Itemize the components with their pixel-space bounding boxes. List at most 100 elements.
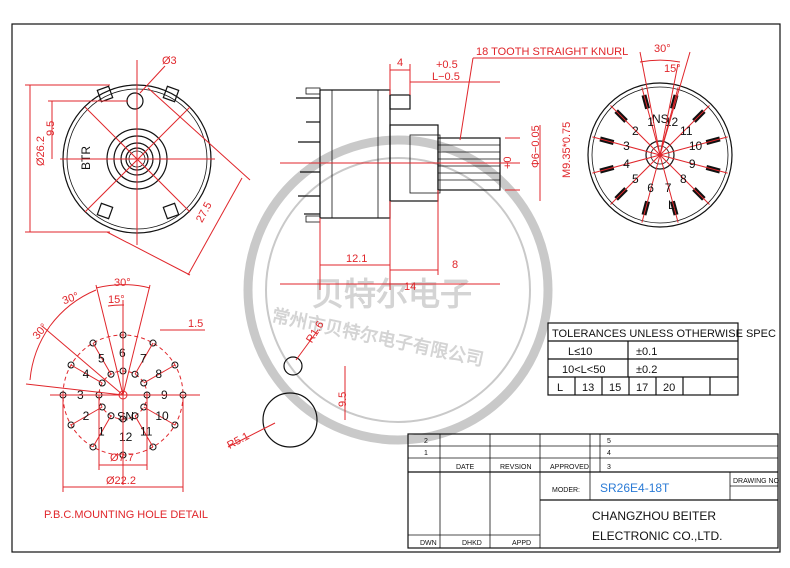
rear-angle-15: 15° xyxy=(664,63,681,75)
pcb-hole xyxy=(140,379,148,387)
rear-position-number: 7 xyxy=(665,181,672,195)
rear-angle-30: 30° xyxy=(654,43,671,55)
model-value: SR26E4-18T xyxy=(600,481,670,495)
rear-radial-line xyxy=(641,154,661,223)
chkd-label: DHKD xyxy=(462,540,482,547)
pcb-radial-line xyxy=(92,415,112,448)
watermark-company: 常州市贝特尔电子有限公司 xyxy=(270,304,486,369)
tol-r3-c4: 17 xyxy=(636,382,648,394)
tol-r3-c3: 15 xyxy=(609,382,621,394)
small-hole xyxy=(283,356,303,376)
col-approved: APPROVED xyxy=(550,464,589,471)
company-line-1: CHANGZHOU BEITER xyxy=(592,509,716,523)
side-dim-8: 8 xyxy=(452,259,458,271)
rear-position-number: 6 xyxy=(647,181,654,195)
pcb-hole xyxy=(131,370,139,378)
tol-title: TOLERANCES UNLESS OTHERWISE SPEC xyxy=(552,328,776,340)
front-dim-27-5: 27.5 xyxy=(194,200,215,225)
side-thread: M9.35*0.75 xyxy=(561,122,573,178)
pcb-hole xyxy=(67,421,75,429)
front-dim-9-5: 9.5 xyxy=(45,121,57,136)
pcb-position-number: 12 xyxy=(119,430,133,444)
pcb-hole xyxy=(131,412,139,420)
side-tol-plus: +0.5 xyxy=(436,59,458,71)
rear-radial-line xyxy=(659,154,728,174)
pcb-radial-line xyxy=(143,406,176,426)
rear-radial-line xyxy=(659,154,710,205)
rear-radial-line xyxy=(641,87,661,156)
pcb-radial-line xyxy=(134,342,154,375)
rear-radial-line xyxy=(659,136,728,156)
tolerance-table: TOLERANCES UNLESS OTHERWISE SPEC L≤10 ±0… xyxy=(547,322,776,396)
pcb-hole xyxy=(149,443,157,451)
title-block: 2 1 5 4 3 DATE REVSION APPROVED MODER: S… xyxy=(407,433,781,549)
rear-position-number: 3 xyxy=(623,139,630,153)
rear-position-number: 2 xyxy=(632,124,639,138)
rear-l-label: L xyxy=(668,198,675,212)
side-dim-12-1: 12.1 xyxy=(346,253,367,265)
col-revision: REVSION xyxy=(500,464,532,471)
tol-r1-c1: L≤10 xyxy=(568,346,592,358)
side-tol-minus: L−0.5 xyxy=(432,71,460,83)
tol-r2-c2: ±0.2 xyxy=(636,364,657,376)
pcb-hole xyxy=(67,361,75,369)
pcb-dia-22-2: Ø22.2 xyxy=(106,475,136,487)
rev-row-1: 1 xyxy=(424,450,428,457)
appd-label: APPD xyxy=(512,540,531,547)
rev-row-4: 4 xyxy=(607,450,611,457)
side-shaft-dia: Φ6−0.05 xyxy=(530,125,542,168)
rev-row-3: 3 xyxy=(607,464,611,471)
pcb-position-number: 5 xyxy=(98,352,105,366)
pcb-radial-line xyxy=(134,415,154,448)
pcb-position-number: 7 xyxy=(140,352,147,366)
rear-position-number: 8 xyxy=(680,172,687,186)
rear-position-number: 9 xyxy=(689,157,696,171)
side-dim-9-5: 9.5 xyxy=(337,392,349,407)
rear-position-number: 1 xyxy=(647,115,654,129)
company-line-2: ELECTRONIC CO.,LTD. xyxy=(592,529,722,543)
rev-row-2: 2 xyxy=(424,438,428,445)
pcb-hole xyxy=(107,370,115,378)
rear-radial-line xyxy=(592,136,661,156)
dwn-label: DWN xyxy=(420,540,437,547)
side-shaft-tol: +0 xyxy=(502,156,514,169)
front-view: BTR Ø3 Ø26.2 9.5 27.5 xyxy=(25,55,251,276)
pcb-angle-15: 15° xyxy=(108,294,125,306)
tol-r2-c1: 10<L<50 xyxy=(562,364,605,376)
pcb-angle-30-left: 30° xyxy=(61,290,81,307)
pcb-ns-label: NS xyxy=(117,409,134,423)
tol-r1-c2: ±0.1 xyxy=(636,346,657,358)
model-label: MODER: xyxy=(552,487,580,494)
side-dim-14: 14 xyxy=(404,281,416,293)
drawing-no-label: DRAWING NO: xyxy=(733,478,781,485)
watermark: 贝特尔电子 常州市贝特尔电子有限公司 xyxy=(243,135,553,445)
large-hole xyxy=(262,392,318,448)
pcb-radial-line xyxy=(92,342,112,375)
pcb-angle-30-top: 30° xyxy=(114,277,131,289)
side-view: 4 +0.5 L−0.5 18 TOOTH STRAIGHT KNURL +0 … xyxy=(225,46,628,452)
rear-radial-line xyxy=(610,105,661,156)
pcb-position-number: 4 xyxy=(83,367,90,381)
sheet-border xyxy=(11,23,781,553)
pcb-hole xyxy=(89,339,97,347)
front-hole-dia: Ø3 xyxy=(162,55,177,67)
pcb-dim-1-5: 1.5 xyxy=(188,318,203,330)
rear-radial-line xyxy=(659,154,679,223)
rear-position-number: 4 xyxy=(623,157,630,171)
side-dim-4: 4 xyxy=(397,57,403,69)
pcb-position-number: 8 xyxy=(155,367,162,381)
front-body-dia: Ø26.2 xyxy=(35,136,47,166)
rear-radial-line xyxy=(659,105,710,156)
pcb-hole xyxy=(171,361,179,369)
tol-r3-c1: L xyxy=(557,382,563,394)
pcb-position-number: 1 xyxy=(98,424,105,438)
rear-radial-line xyxy=(610,154,661,205)
pcb-dia-7-7: Ø7.7 xyxy=(110,452,134,464)
rear-position-number: 5 xyxy=(632,172,639,186)
pcb-position-number: 2 xyxy=(83,409,90,423)
pcb-caption: P.B.C.MOUNTING HOLE DETAIL xyxy=(44,509,208,521)
